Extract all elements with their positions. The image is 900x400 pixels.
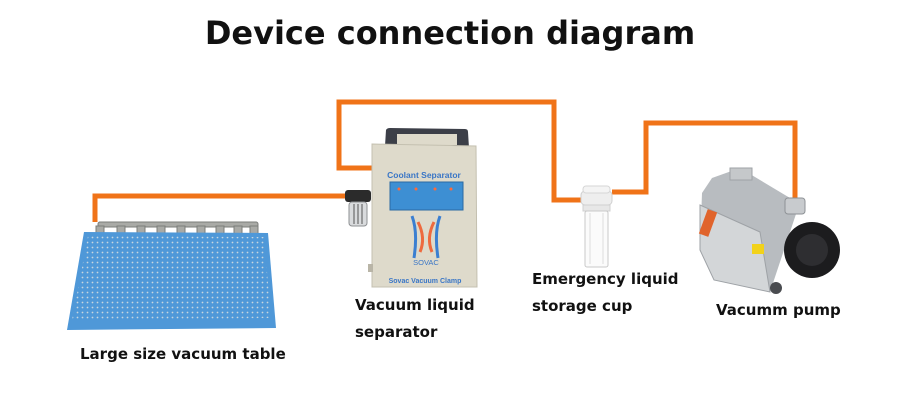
inlet-filter-image	[345, 190, 371, 227]
pipe-separator-to-cup	[336, 99, 582, 203]
pipe-cup-to-pump	[612, 120, 798, 200]
pipe-table-to-separator	[92, 193, 345, 222]
label-separator-line1: Vacuum liquid	[355, 296, 475, 314]
separator-brand: SOVAC	[413, 258, 439, 267]
label-storage-cup-line1: Emergency liquid	[532, 270, 679, 288]
label-separator-line2: separator	[355, 323, 438, 341]
label-separator: Vacuum liquid separator	[355, 292, 475, 346]
diagram-title: Device connection diagram	[204, 14, 696, 52]
label-vacuum-table: Large size vacuum table	[80, 345, 286, 363]
label-vacuum-pump: Vacumm pump	[716, 301, 841, 319]
pipes	[92, 99, 798, 222]
vacuum-table-image	[67, 221, 276, 330]
label-storage-cup: Emergency liquid storage cup	[532, 266, 679, 320]
separator-panel-title: Coolant Separator	[387, 170, 461, 180]
separator-footer: Sovac Vacuum Clamp	[389, 278, 462, 285]
vacuum-pump-image	[698, 167, 840, 294]
storage-cup-image	[580, 185, 613, 268]
label-storage-cup-line2: storage cup	[532, 297, 633, 315]
separator-image	[368, 128, 478, 288]
